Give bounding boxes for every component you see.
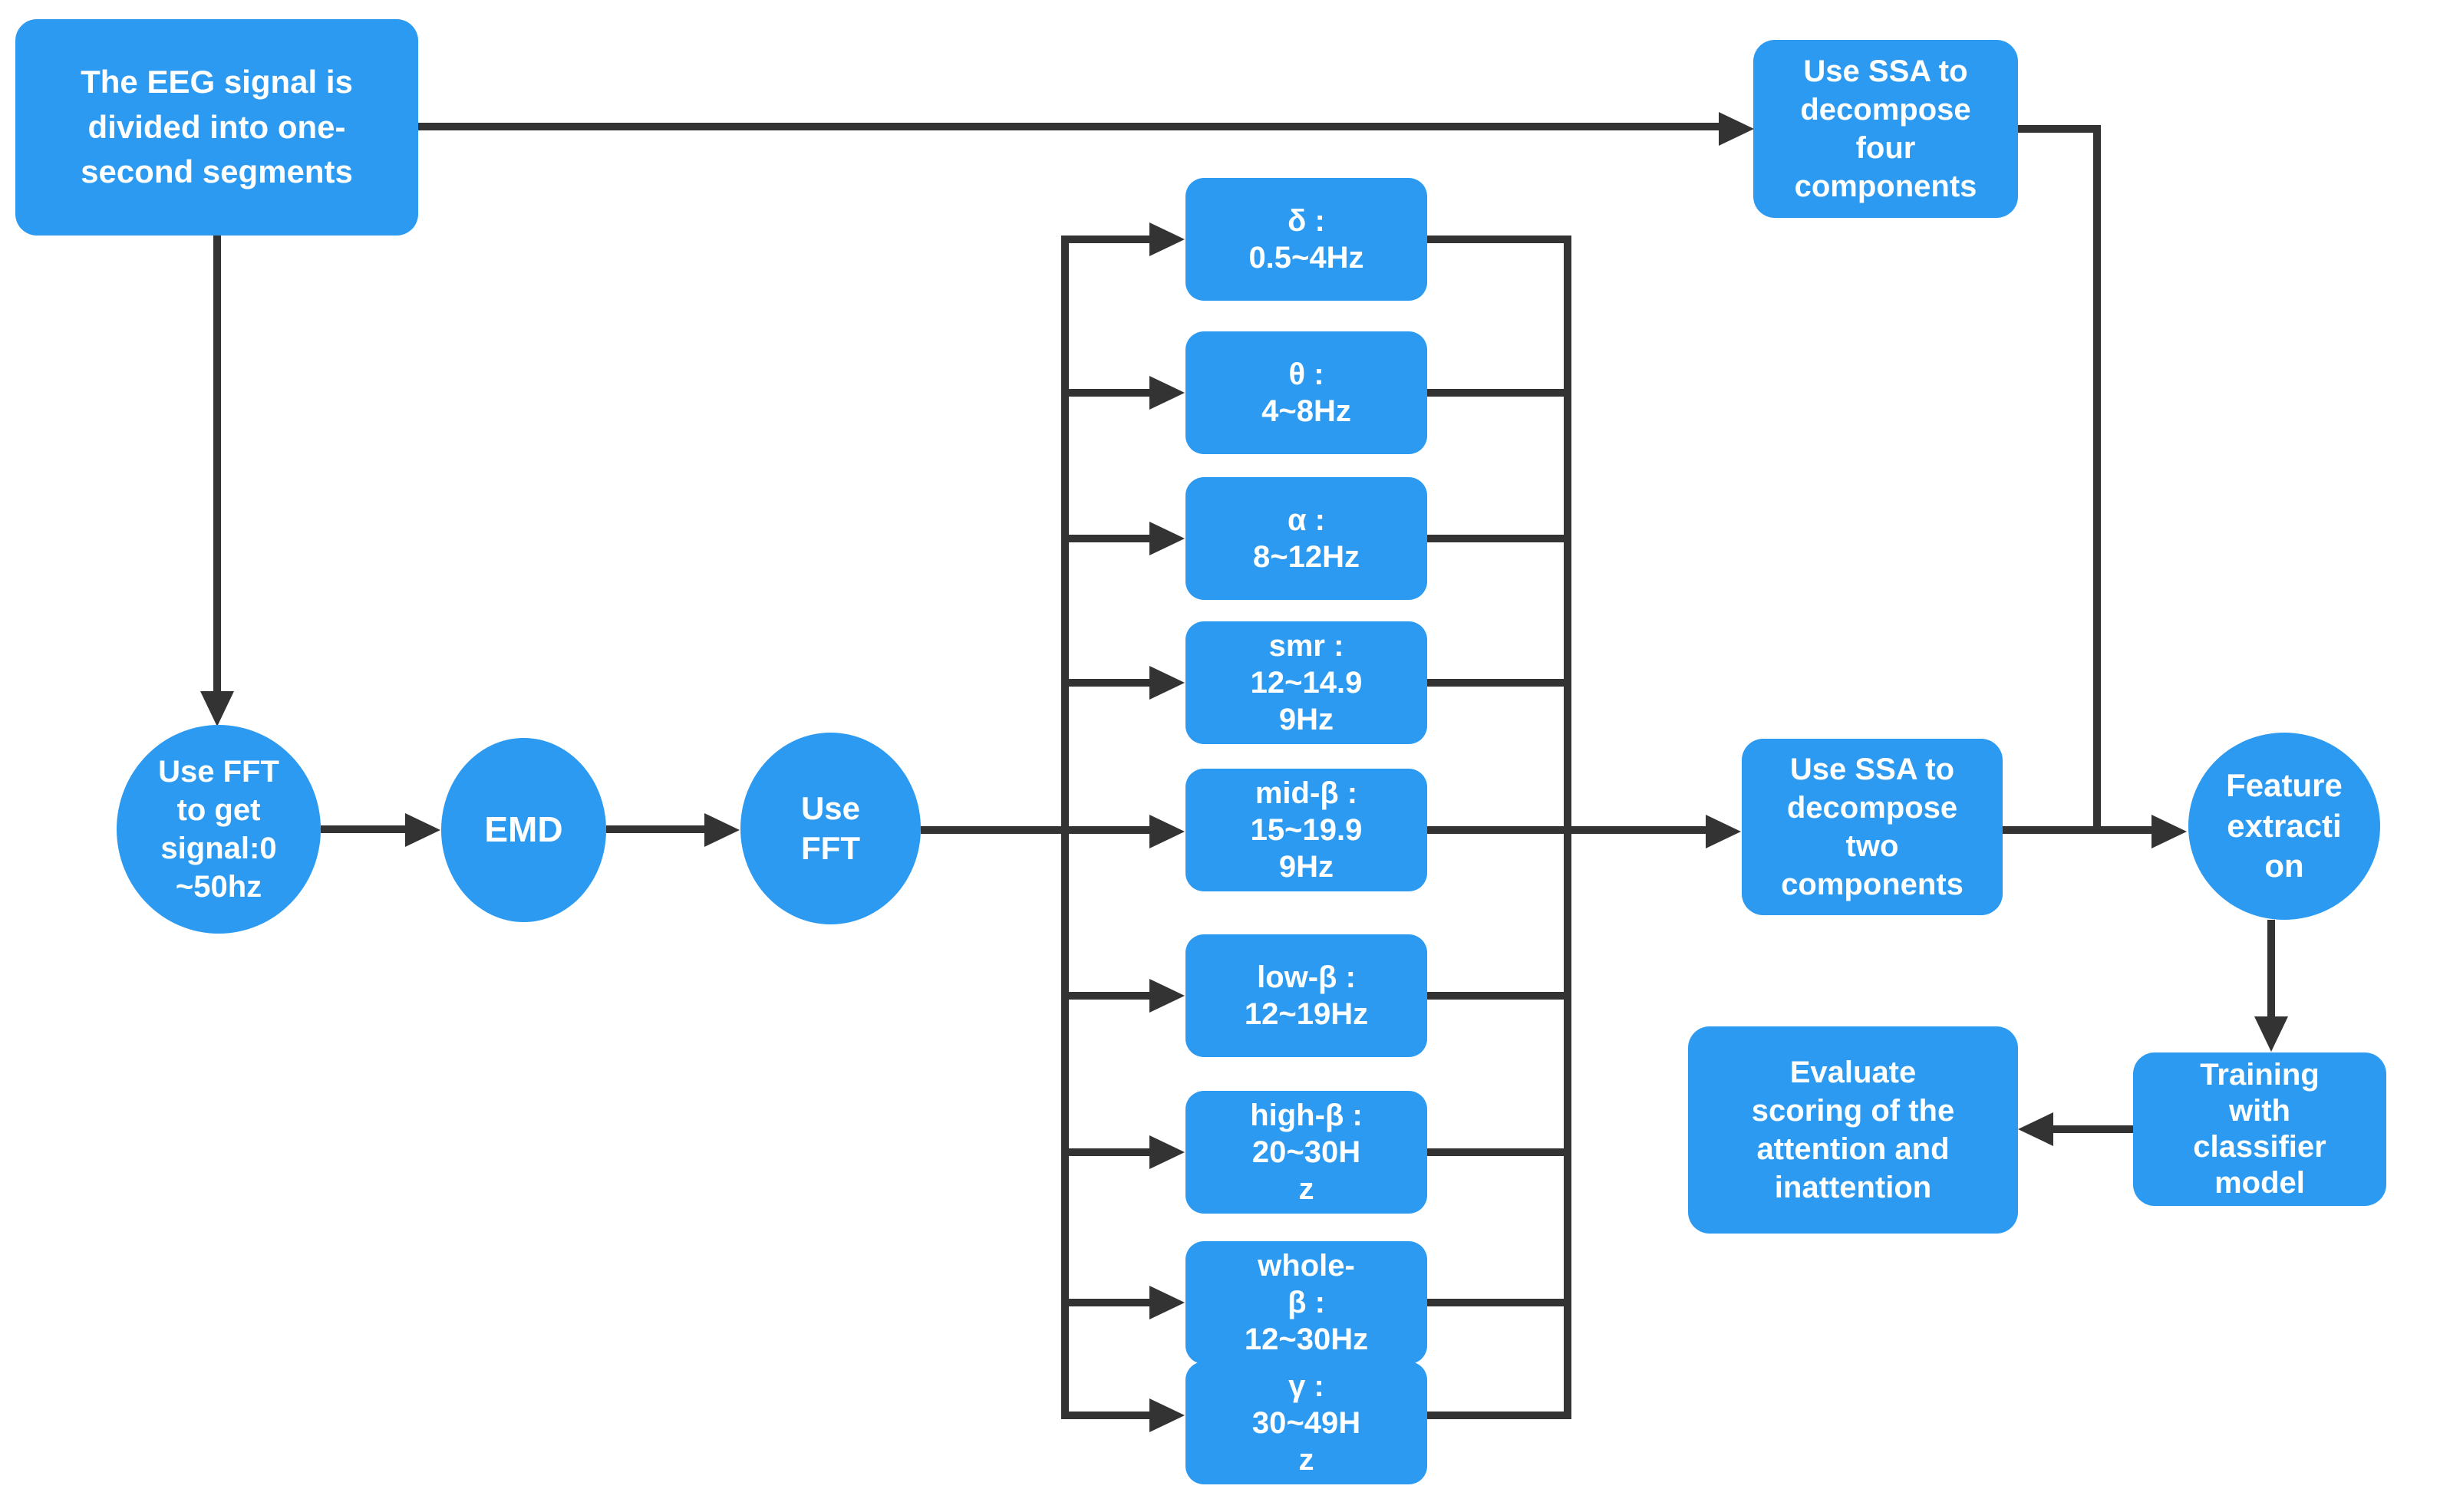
arrowhead-into-training <box>2254 1016 2288 1052</box>
band-low-beta: low-β : 12~19Hz <box>1185 934 1427 1057</box>
edge-branch-highbeta <box>1065 1148 1151 1156</box>
edge-branch-delta <box>1065 236 1151 243</box>
arrowhead-into-alpha <box>1149 522 1185 555</box>
edge-branch-lowbeta <box>1065 992 1151 1000</box>
edge-branch-vertical <box>1061 236 1069 1419</box>
arrowhead-into-wholebeta <box>1149 1286 1185 1319</box>
edge-eeg-to-ssa4 <box>418 123 1720 130</box>
band-high-beta: high-β : 20~30H z <box>1185 1091 1427 1214</box>
edge-ssa4-out <box>2018 125 2099 133</box>
node-eeg-segment: The EEG signal is divided into one- seco… <box>15 19 418 236</box>
arrowhead-into-emd <box>405 813 440 847</box>
arrowhead-into-lowbeta <box>1149 979 1185 1013</box>
arrowhead-into-ssa2 <box>1706 815 1741 848</box>
arrowhead-into-fft-signal <box>200 691 234 726</box>
band-gamma: γ : 30~49H z <box>1185 1362 1427 1484</box>
arrowhead-into-highbeta <box>1149 1135 1185 1169</box>
edge-fftsignal-to-emd <box>321 825 407 833</box>
edge-branch-smr <box>1065 679 1151 687</box>
edge-delta-out <box>1427 236 1571 243</box>
band-alpha: α : 8~12Hz <box>1185 477 1427 600</box>
edge-branch-gamma <box>1065 1412 1151 1419</box>
node-evaluate-scoring: Evaluate scoring of the attention and in… <box>1688 1026 2018 1234</box>
arrowhead-into-smr <box>1149 666 1185 700</box>
edge-alpha-out <box>1427 535 1571 542</box>
arrowhead-into-ssa4 <box>1719 112 1754 146</box>
edge-branch-wholebeta <box>1065 1299 1151 1306</box>
band-whole-beta: whole- β : 12~30Hz <box>1185 1241 1427 1364</box>
band-theta: θ : 4~8Hz <box>1185 331 1427 454</box>
node-use-fft-signal: Use FFT to get signal:0 ~50hz <box>117 725 321 934</box>
edge-eeg-down <box>213 236 221 696</box>
band-mid-beta: mid-β : 15~19.9 9Hz <box>1185 769 1427 891</box>
edge-lowbeta-out <box>1427 992 1571 1000</box>
edge-ssa2-to-feature <box>2003 826 2153 834</box>
arrowhead-into-usefft <box>704 813 740 847</box>
band-delta: δ : 0.5~4Hz <box>1185 178 1427 301</box>
arrowhead-into-midbeta <box>1149 815 1185 848</box>
edge-wholebeta-out <box>1427 1299 1571 1306</box>
arrowhead-into-evaluate <box>2018 1112 2053 1146</box>
arrowhead-into-gamma <box>1149 1398 1185 1432</box>
edge-feature-to-training <box>2267 920 2275 1018</box>
node-ssa-two-components: Use SSA to decompose two components <box>1742 739 2003 915</box>
node-training-classifier: Training with classifier model <box>2133 1052 2386 1206</box>
edge-emd-to-usefft <box>606 825 706 833</box>
arrowhead-into-feature <box>2151 815 2187 848</box>
edge-branch-alpha <box>1065 535 1151 542</box>
edge-smr-out <box>1427 679 1571 687</box>
edge-usefft-to-midbeta <box>921 826 1151 834</box>
edge-gamma-out <box>1427 1412 1571 1419</box>
node-ssa-four-components: Use SSA to decompose four components <box>1753 40 2018 218</box>
arrowhead-into-theta <box>1149 376 1185 410</box>
edge-theta-out <box>1427 389 1571 397</box>
band-smr: smr : 12~14.9 9Hz <box>1185 621 1427 744</box>
edge-midbeta-to-ssa2 <box>1427 826 1707 834</box>
edge-highbeta-out <box>1427 1148 1571 1156</box>
edge-training-to-evaluate <box>2053 1125 2133 1133</box>
edge-branch-theta <box>1065 389 1151 397</box>
node-feature-extraction: Feature extracti on <box>2188 733 2380 920</box>
node-use-fft: Use FFT <box>740 733 921 924</box>
node-emd: EMD <box>441 738 606 922</box>
arrowhead-into-delta <box>1149 222 1185 256</box>
edge-ssa4-down <box>2093 125 2101 830</box>
